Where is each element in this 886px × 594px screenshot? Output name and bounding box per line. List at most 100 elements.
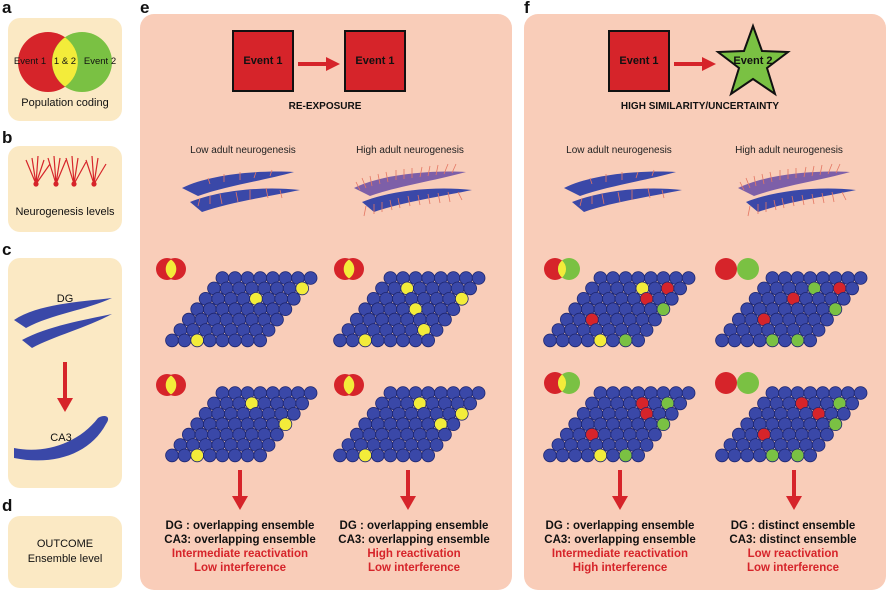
neuron bbox=[408, 448, 423, 463]
outcome-e-low-interference: Low interference bbox=[193, 562, 287, 574]
outcome-f-low-interference: High interference bbox=[572, 562, 668, 574]
venn-overlap-region bbox=[52, 37, 78, 87]
outcome-f-high-dg: DG : distinct ensemble bbox=[730, 520, 856, 532]
neuron bbox=[287, 291, 301, 306]
neuron bbox=[429, 323, 444, 337]
neuron bbox=[673, 396, 688, 411]
neuron bbox=[765, 448, 780, 463]
hippocampus-high-e bbox=[354, 163, 472, 217]
neuron bbox=[639, 438, 654, 452]
neuron bbox=[765, 333, 780, 348]
mini-venn-right bbox=[737, 258, 759, 280]
neuron bbox=[295, 281, 310, 296]
neuron bbox=[790, 333, 805, 348]
mini-venn-e3 bbox=[156, 374, 186, 396]
neuron bbox=[345, 448, 360, 463]
outcome-e-low-reactivation: Intermediate reactivation bbox=[171, 548, 309, 560]
neuron bbox=[165, 448, 179, 463]
panel-e-title: RE-EXPOSURE bbox=[288, 101, 362, 112]
neurogenesis-levels-caption: Neurogenesis levels bbox=[15, 206, 115, 218]
ensemble-grid-e-low-dg bbox=[165, 271, 318, 348]
neuron bbox=[631, 333, 645, 348]
panel-f-low-label: Low adult neurogenesis bbox=[566, 145, 672, 156]
outcome-arrow-e-low bbox=[232, 470, 248, 510]
neuron bbox=[438, 427, 452, 442]
panel-e-high-label: High adult neurogenesis bbox=[356, 145, 464, 156]
neuron bbox=[606, 333, 620, 348]
neuron bbox=[202, 333, 217, 348]
neuron-tree-icon bbox=[25, 155, 107, 187]
neuron bbox=[820, 427, 834, 442]
neuron bbox=[820, 312, 834, 327]
neuron bbox=[752, 333, 767, 348]
neuron bbox=[253, 448, 267, 463]
neuron bbox=[333, 333, 347, 348]
neuron bbox=[555, 448, 570, 463]
outcome-e-high-ca3: CA3: overlapping ensemble bbox=[338, 534, 490, 546]
neuron bbox=[648, 427, 662, 442]
panel-f-event2-label: Event 2 bbox=[733, 55, 773, 67]
neuron bbox=[803, 448, 817, 463]
neuron bbox=[811, 323, 826, 337]
neuron bbox=[752, 448, 767, 463]
neuron bbox=[778, 333, 792, 348]
panel-letter-f: f bbox=[524, 0, 530, 17]
mini-venn-overlap bbox=[557, 374, 567, 392]
neuron bbox=[631, 448, 645, 463]
neuron bbox=[568, 448, 583, 463]
neuron bbox=[593, 333, 608, 348]
neuron bbox=[190, 448, 205, 463]
neuron bbox=[715, 333, 729, 348]
neuron bbox=[639, 323, 654, 337]
neuron bbox=[828, 302, 843, 316]
panel-f-high-label: High adult neurogenesis bbox=[735, 145, 843, 156]
venn-event1-label: Event 1 bbox=[13, 56, 47, 67]
panel-f-event-arrow bbox=[674, 57, 716, 71]
neuron bbox=[727, 448, 742, 463]
neuron bbox=[463, 396, 478, 411]
neuron bbox=[270, 427, 284, 442]
neuron bbox=[278, 417, 293, 431]
neuron bbox=[261, 323, 276, 337]
hippocampus-low-f bbox=[564, 169, 682, 212]
ensemble-level-label: Ensemble level bbox=[27, 553, 103, 565]
panel-d-box bbox=[8, 516, 122, 588]
outcome-e-low-ca3: CA3: overlapping ensemble bbox=[164, 534, 316, 546]
neuron bbox=[408, 333, 423, 348]
ensemble-grid-e-high-ca3 bbox=[333, 386, 486, 463]
panel-letter-a: a bbox=[2, 0, 12, 17]
mini-venn-right bbox=[737, 372, 759, 394]
neuron bbox=[438, 312, 452, 327]
neuron bbox=[177, 448, 192, 463]
outcome-e-low: DG : overlapping ensemble CA3: overlappi… bbox=[150, 519, 330, 575]
venn-overlap-label: 1 & 2 bbox=[53, 56, 77, 67]
mini-venn-f2 bbox=[715, 258, 759, 280]
neuron bbox=[303, 271, 318, 285]
outcome-f-low: DG : overlapping ensemble CA3: overlappi… bbox=[530, 519, 710, 575]
neuron bbox=[358, 448, 373, 463]
hippocampus-high-f bbox=[738, 163, 856, 217]
neuron bbox=[446, 302, 461, 316]
mini-venn-f1 bbox=[544, 258, 580, 280]
neuron bbox=[396, 448, 410, 463]
mini-venn-f4 bbox=[715, 372, 759, 394]
panel-e-low-label: Low adult neurogenesis bbox=[190, 145, 296, 156]
panel-e-event-arrow bbox=[298, 57, 340, 71]
neuron bbox=[543, 448, 557, 463]
neuron bbox=[421, 448, 435, 463]
outcome-arrow-f-low bbox=[612, 470, 628, 510]
neuron bbox=[215, 448, 230, 463]
venn-event2-label: Event 2 bbox=[83, 56, 117, 67]
neuron bbox=[681, 271, 696, 285]
neuron bbox=[606, 448, 620, 463]
outcome-f-high-interference: Low interference bbox=[746, 562, 840, 574]
ensemble-grid-f-low-ca3 bbox=[543, 386, 696, 463]
ensemble-grid-e-high-dg bbox=[333, 271, 486, 348]
panel-letter-b: b bbox=[2, 128, 13, 147]
neuron bbox=[656, 302, 671, 316]
outcome-f-high-ca3: CA3: distinct ensemble bbox=[729, 534, 857, 546]
neuron bbox=[429, 438, 444, 452]
neuron bbox=[790, 448, 805, 463]
ensemble-grid-f-high-dg bbox=[715, 271, 868, 348]
population-coding-caption: Population coding bbox=[21, 97, 109, 109]
